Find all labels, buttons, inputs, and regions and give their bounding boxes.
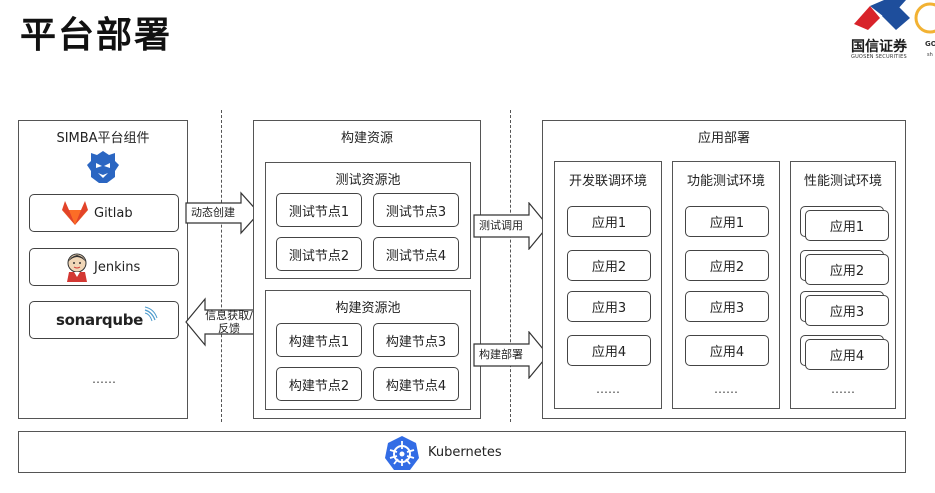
simba-more: …… bbox=[92, 372, 116, 386]
jenkins-box: Jenkins bbox=[29, 248, 179, 286]
arrow-feedback-label-1: 信息获取/ bbox=[205, 309, 253, 322]
arrow-create-label: 动态创建 bbox=[191, 206, 235, 219]
arrow-build-deploy bbox=[473, 330, 550, 383]
env-perf-test-label: 性能测试环境 bbox=[803, 174, 882, 189]
test-pool-label: 测试资源池 bbox=[335, 173, 401, 188]
env-func-test-more: …… bbox=[714, 382, 738, 396]
env-func-test-label: 功能测试环境 bbox=[686, 174, 765, 189]
env-dev-app-1: 应用1 bbox=[567, 206, 651, 237]
separator-right bbox=[510, 110, 511, 422]
brand-name: 国信证券 bbox=[851, 39, 907, 55]
env-dev-label: 开发联调环境 bbox=[568, 174, 647, 189]
brand-subtitle: GUOSEN SECURITIES bbox=[851, 54, 907, 60]
arrow-build-deploy-label: 构建部署 bbox=[479, 348, 523, 361]
env-func-test-app-2: 应用2 bbox=[685, 250, 769, 281]
env-func-test-app-1: 应用1 bbox=[685, 206, 769, 237]
env-func-test-app-4: 应用4 bbox=[685, 335, 769, 366]
separator-left bbox=[221, 110, 222, 422]
brand-side-text: GO bbox=[925, 40, 935, 48]
sonarqube-waves-icon bbox=[144, 306, 158, 322]
env-perf-test: 性能测试环境 应用1 应用2 应用3 应用4 …… bbox=[790, 161, 896, 409]
build-pool-panel: 构建资源池 构建节点1 构建节点3 构建节点2 构建节点4 bbox=[265, 290, 471, 410]
env-func-test-app-3: 应用3 bbox=[685, 291, 769, 322]
env-perf-test-app-4: 应用4 bbox=[805, 339, 889, 370]
env-dev-more: …… bbox=[596, 382, 620, 396]
gitlab-icon bbox=[62, 201, 88, 225]
build-node-2: 构建节点2 bbox=[276, 367, 362, 401]
env-dev: 开发联调环境 应用1 应用2 应用3 应用4 …… bbox=[554, 161, 662, 409]
build-node-4: 构建节点4 bbox=[373, 367, 459, 401]
guosen-logo bbox=[848, 0, 935, 62]
env-perf-test-app-1: 应用1 bbox=[805, 210, 889, 241]
arrow-create bbox=[185, 191, 261, 239]
test-node-4: 测试节点4 bbox=[373, 237, 459, 271]
build-node-1: 构建节点1 bbox=[276, 323, 362, 357]
env-dev-app-4: 应用4 bbox=[567, 335, 651, 366]
page-title: 平台部署 bbox=[20, 15, 173, 56]
jenkins-label: Jenkins bbox=[94, 259, 141, 275]
gitlab-label: Gitlab bbox=[94, 205, 133, 221]
kubernetes-icon bbox=[384, 435, 420, 475]
build-node-3: 构建节点3 bbox=[373, 323, 459, 357]
build-resources-label: 构建资源 bbox=[340, 131, 393, 146]
sonarqube-box: sonarqube bbox=[29, 301, 179, 339]
env-dev-app-2: 应用2 bbox=[567, 250, 651, 281]
test-node-1: 测试节点1 bbox=[276, 193, 362, 227]
simba-label: SIMBA平台组件 bbox=[56, 131, 150, 146]
brand-side-text-2: sh bbox=[927, 52, 933, 58]
kubernetes-label: Kubernetes bbox=[428, 445, 502, 460]
kubernetes-bar: Kubernetes bbox=[18, 431, 906, 473]
gitlab-box: Gitlab bbox=[29, 194, 179, 232]
app-deploy-label: 应用部署 bbox=[697, 131, 750, 146]
build-resources-panel: 构建资源 测试资源池 测试节点1 测试节点3 测试节点2 测试节点4 构建资源池… bbox=[253, 120, 481, 419]
env-perf-test-app-2: 应用2 bbox=[805, 254, 889, 285]
app-deploy-panel: 应用部署 开发联调环境 应用1 应用2 应用3 应用4 …… 功能测试环境 应用… bbox=[542, 120, 906, 419]
jenkins-icon bbox=[67, 253, 87, 282]
test-pool-panel: 测试资源池 测试节点1 测试节点3 测试节点2 测试节点4 bbox=[265, 162, 471, 279]
build-pool-label: 构建资源池 bbox=[335, 301, 401, 316]
env-func-test: 功能测试环境 应用1 应用2 应用3 应用4 …… bbox=[672, 161, 780, 409]
simba-panel: SIMBA平台组件 Gitlab Jenkins sonarqube bbox=[18, 120, 188, 419]
arrow-test-call bbox=[473, 201, 550, 254]
env-perf-test-more: …… bbox=[831, 382, 855, 396]
env-dev-app-3: 应用3 bbox=[567, 291, 651, 322]
env-perf-test-app-3: 应用3 bbox=[805, 295, 889, 326]
test-node-3: 测试节点3 bbox=[373, 193, 459, 227]
arrow-feedback bbox=[185, 297, 261, 351]
arrow-feedback-label-2: 反馈 bbox=[218, 322, 240, 335]
simba-lion-icon bbox=[85, 149, 121, 189]
arrow-test-call-label: 测试调用 bbox=[479, 219, 523, 232]
test-node-2: 测试节点2 bbox=[276, 237, 362, 271]
sonarqube-label: sonarqube bbox=[56, 311, 144, 329]
